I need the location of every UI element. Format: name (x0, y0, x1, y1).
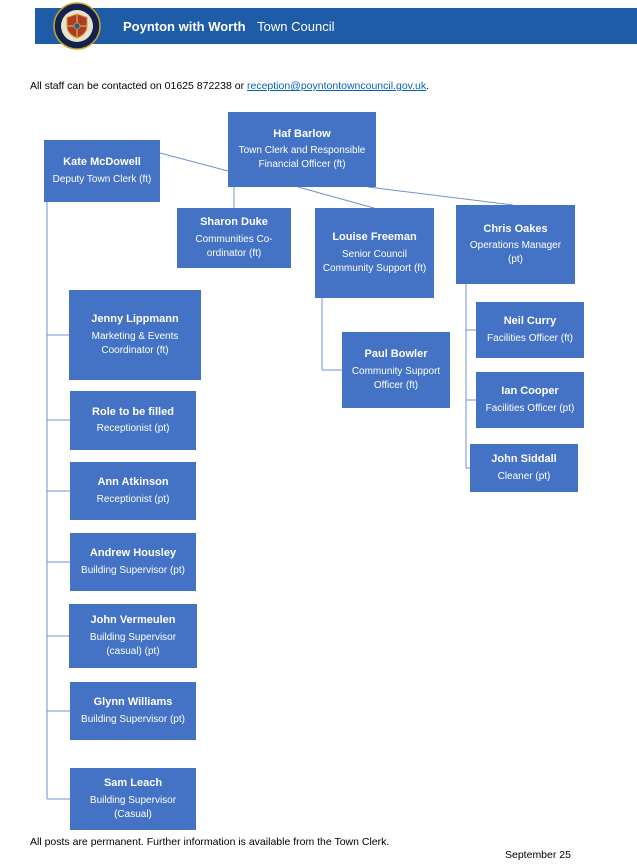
person-name: Sharon Duke (200, 216, 268, 229)
person-name: Jenny Lippmann (91, 313, 179, 326)
council-crest-logo (53, 2, 101, 50)
footer-date: September 25 (505, 849, 571, 861)
header-bar: Poynton with Worth Town Council (35, 8, 637, 44)
person-name: John Vermeulen (90, 614, 176, 627)
org-node-haf-barlow: Haf Barlow Town Clerk and Responsible Fi… (228, 112, 376, 187)
connector-haf-to-chris (367, 186, 514, 206)
org-node-chris-oakes: Chris Oakes Operations Manager (pt) (456, 205, 575, 284)
org-node-louise-freeman: Louise Freeman Senior Council Community … (315, 208, 434, 298)
org-node-role-to-be-filled: Role to be filled Receptionist (pt) (70, 391, 196, 450)
person-role: Facilities Officer (ft) (487, 332, 573, 344)
person-role: Senior Council Community Support (ft) (322, 248, 427, 274)
person-role: Community Support Officer (ft) (351, 365, 441, 391)
org-node-sharon-duke: Sharon Duke Communities Co-ordinator (ft… (177, 208, 291, 268)
contact-text-mid: or (231, 80, 247, 92)
org-node-sam-leach: Sam Leach Building Supervisor (Casual) (70, 768, 196, 830)
person-name: Haf Barlow (273, 127, 331, 140)
contact-phone: 01625 872238 (164, 80, 232, 92)
person-name: Neil Curry (503, 315, 557, 328)
org-node-john-siddall: John Siddall Cleaner (pt) (470, 444, 578, 492)
org-node-kate-mcdowell: Kate McDowell Deputy Town Clerk (ft) (44, 140, 160, 202)
page-title: Poynton with Worth Town Council (123, 19, 334, 34)
person-name: Glynn Williams (93, 696, 173, 709)
person-role: Building Supervisor (pt) (81, 713, 185, 725)
person-name: Role to be filled (92, 405, 174, 418)
contact-text-before: All staff can be contacted on (30, 80, 165, 92)
person-name: Paul Bowler (364, 348, 428, 361)
org-node-neil-curry: Neil Curry Facilities Officer (ft) (476, 302, 584, 358)
org-node-ian-cooper: Ian Cooper Facilities Officer (pt) (476, 372, 584, 428)
person-role: Town Clerk and Responsible Financial Off… (238, 145, 366, 171)
person-name: Kate McDowell (63, 156, 141, 169)
email-link[interactable]: reception@poyntontowncouncil.gov.uk (246, 80, 427, 92)
person-role: Communities Co-ordinator (ft) (195, 233, 273, 259)
contact-text-after: . (426, 80, 430, 92)
org-node-jenny-lippmann: Jenny Lippmann Marketing & Events Coordi… (69, 290, 201, 380)
person-role: Building Supervisor (Casual) (89, 794, 177, 820)
org-node-andrew-housley: Andrew Housley Building Supervisor (pt) (70, 533, 196, 591)
person-role: Receptionist (pt) (96, 493, 170, 505)
person-name: Chris Oakes (483, 222, 548, 235)
council-name: Poynton with Worth (123, 18, 246, 34)
org-node-glynn-williams: Glynn Williams Building Supervisor (pt) (70, 682, 196, 740)
person-name: Sam Leach (103, 777, 163, 790)
connector-haf-to-kate (159, 152, 229, 172)
person-name: Ian Cooper (501, 385, 559, 398)
person-role: Facilities Officer (pt) (485, 402, 575, 414)
person-name: John Siddall (491, 453, 557, 466)
council-name-suffix: Town Council (257, 18, 335, 34)
person-name: Ann Atkinson (97, 476, 169, 489)
person-role: Building Supervisor (casual) (pt) (89, 631, 177, 657)
org-node-john-vermeulen: John Vermeulen Building Supervisor (casu… (69, 604, 197, 668)
person-name: Louise Freeman (332, 231, 417, 244)
person-role: Deputy Town Clerk (ft) (52, 173, 152, 185)
footer-note: All posts are permanent. Further informa… (30, 836, 390, 848)
org-node-paul-bowler: Paul Bowler Community Support Officer (f… (342, 332, 450, 408)
connector-haf-to-louise (297, 186, 375, 209)
person-role: Receptionist (pt) (96, 423, 170, 435)
contact-info: All staff can be contacted on 01625 8722… (30, 80, 429, 92)
org-node-ann-atkinson: Ann Atkinson Receptionist (pt) (70, 462, 196, 520)
person-role: Building Supervisor (pt) (81, 564, 185, 576)
person-role: Operations Manager (pt) (469, 240, 562, 266)
person-role: Cleaner (pt) (497, 470, 551, 482)
person-name: Andrew Housley (89, 547, 177, 560)
person-role: Marketing & Events Coordinator (ft) (91, 330, 179, 356)
